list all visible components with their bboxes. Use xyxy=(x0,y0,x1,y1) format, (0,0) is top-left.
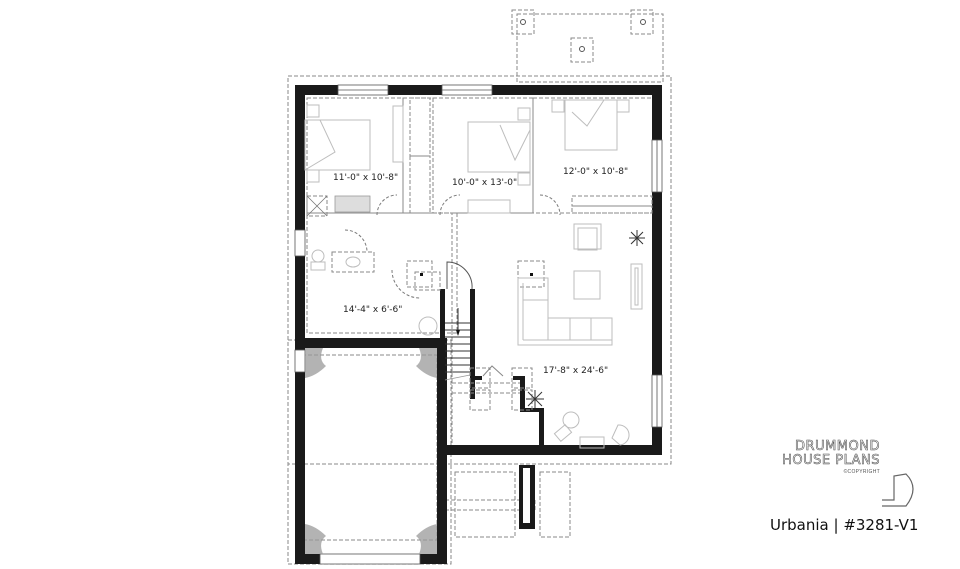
plant-icon xyxy=(526,390,544,408)
family-room-furniture xyxy=(517,223,645,449)
windows xyxy=(294,84,663,565)
plant-icon xyxy=(629,230,645,246)
wall-opening xyxy=(523,468,530,523)
bathroom-fixtures xyxy=(310,249,441,336)
garage-hatching xyxy=(305,348,437,554)
bedroom-2-dimensions: 10'-0" x 13'-0" xyxy=(452,178,517,188)
brand-line-2: HOUSE PLANS xyxy=(782,453,880,468)
stairs xyxy=(444,308,533,411)
walls xyxy=(295,85,662,564)
bedroom-3-furniture xyxy=(551,99,653,214)
drummond-logo-icon xyxy=(882,473,914,507)
brand-copyright: ©COPYRIGHT xyxy=(843,469,880,475)
brand-block: DRUMMOND HOUSE PLANS ©COPYRIGHT xyxy=(782,439,880,476)
bedroom-3-dimensions: 12'-0" x 10'-8" xyxy=(563,167,628,177)
hallway-closets xyxy=(306,97,431,217)
brand-line-1: DRUMMOND xyxy=(795,439,880,454)
plan-title: Urbania | #3281-V1 xyxy=(770,516,919,534)
room-outlines xyxy=(301,97,654,541)
bedroom-1-furniture xyxy=(304,104,404,183)
bedroom-1-dimensions: 11'-0" x 10'-8" xyxy=(333,173,398,183)
family-room-dimensions: 17'-8" x 24'-6" xyxy=(543,366,608,376)
bedroom-2-furniture xyxy=(467,107,531,214)
laundry-dimensions: 14'-4" x 6'-6" xyxy=(343,305,402,315)
door-swings xyxy=(344,194,561,299)
